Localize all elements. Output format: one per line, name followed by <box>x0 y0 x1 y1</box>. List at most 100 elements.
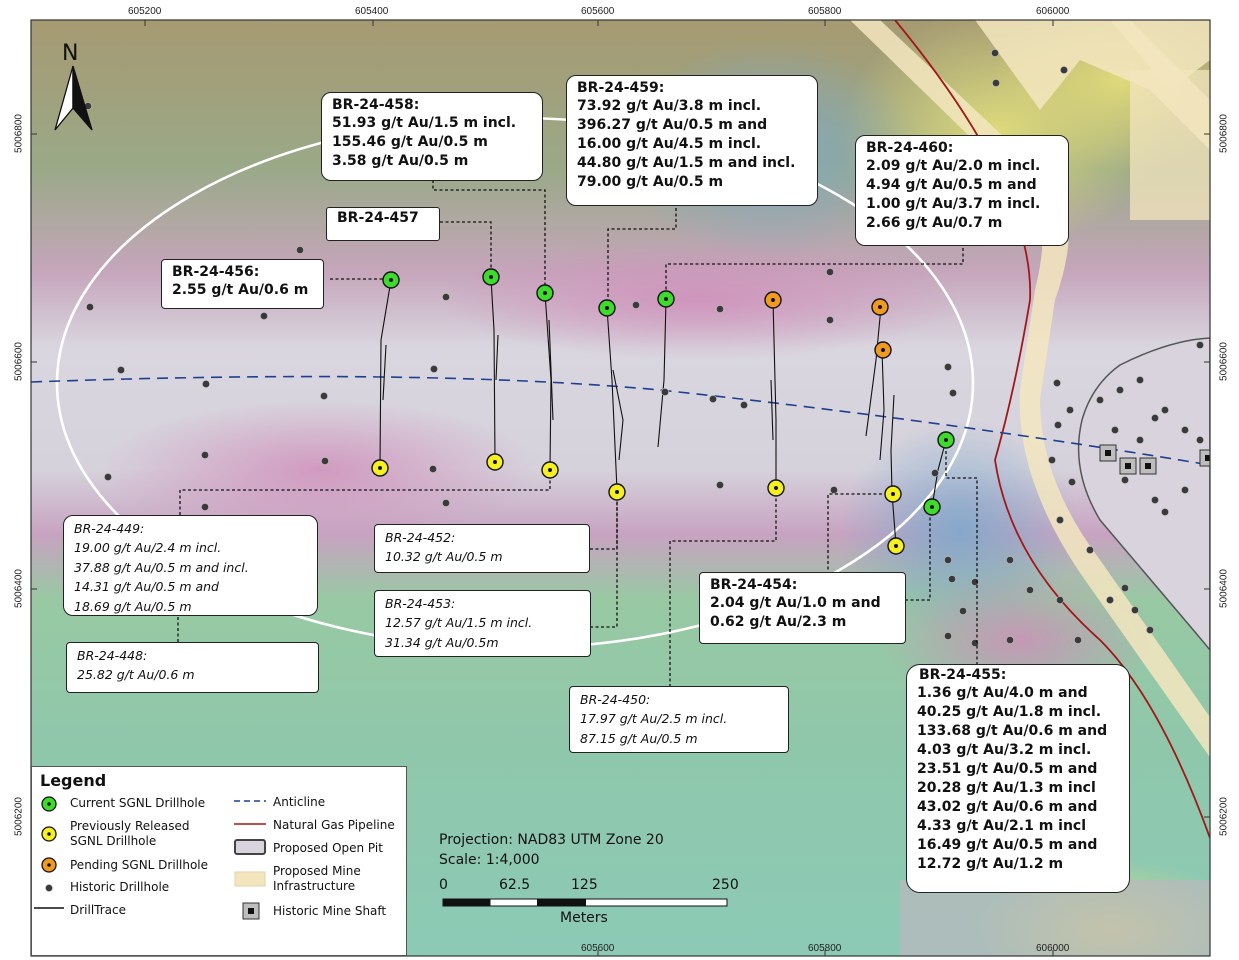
callout-line: 3.58 g/t Au/0.5 m <box>332 153 469 169</box>
previous-drillhole-icon <box>41 826 57 842</box>
legend-infra-1: Proposed Mine <box>273 864 361 878</box>
callout-line: 40.25 g/t Au/1.8 m incl. <box>917 704 1102 720</box>
callout-line: 87.15 g/t Au/0.5 m <box>580 730 698 746</box>
callout-line: 10.32 g/t Au/0.5 m <box>385 549 503 564</box>
y-tick-label: 5006600 <box>1218 342 1230 381</box>
callout-line: 12.72 g/t Au/1.2 m <box>917 856 1064 872</box>
callout-line: 2.09 g/t Au/2.0 m incl. <box>866 158 1041 174</box>
callout-line: 1.00 g/t Au/3.7 m incl. <box>866 196 1041 212</box>
legend-open-pit: Proposed Open Pit <box>273 841 383 855</box>
callout-br-24-452: BR-24-452: 10.32 g/t Au/0.5 m <box>374 524 590 573</box>
callout-line: 18.69 g/t Au/0.5 m <box>74 598 192 614</box>
callout-line: 17.97 g/t Au/2.5 m incl. <box>580 711 728 726</box>
historic-drillhole-icon <box>45 884 53 892</box>
legend-anticline: Anticline <box>273 795 326 809</box>
scale-bar <box>442 898 728 907</box>
y-tick-label: 5006200 <box>13 797 25 836</box>
callout-title: BR-24-452: <box>385 530 456 545</box>
callout-br-24-457: BR-24-457 <box>326 207 440 241</box>
callout-line: 1.36 g/t Au/4.0 m and <box>917 685 1088 701</box>
callout-line: 155.46 g/t Au/0.5 m <box>332 134 488 150</box>
callout-title: BR-24-453: <box>385 596 456 611</box>
callout-line: 133.68 g/t Au/0.6 m and <box>917 723 1108 739</box>
callout-br-24-459: BR-24-459: 73.92 g/t Au/3.8 m incl. 396.… <box>566 75 818 206</box>
callout-title: BR-24-460: <box>866 140 954 156</box>
legend-shaft: Historic Mine Shaft <box>273 904 387 918</box>
callout-line: 2.66 g/t Au/0.7 m <box>866 215 1003 231</box>
x-tick-label: 605400 <box>355 6 389 17</box>
y-tick-label: 5006400 <box>1218 569 1230 608</box>
callout-br-24-460: BR-24-460: 2.09 g/t Au/2.0 m incl. 4.94 … <box>855 135 1069 246</box>
legend-previous-1: Previously Released <box>70 819 190 833</box>
open-pit-icon <box>234 839 266 855</box>
callout-title: BR-24-456: <box>172 264 260 280</box>
mine-shaft-icon <box>242 902 260 920</box>
legend-drilltrace: DrillTrace <box>70 903 127 917</box>
scalebar-label-0: 0 <box>439 877 448 893</box>
x-tick-label: 605600 <box>581 943 615 954</box>
callout-line: 73.92 g/t Au/3.8 m incl. <box>577 98 762 114</box>
scale-label: Scale: 1:4,000 <box>439 852 540 868</box>
callout-line: 4.33 g/t Au/2.1 m incl <box>917 818 1087 834</box>
callout-line: 2.55 g/t Au/0.6 m <box>172 282 309 298</box>
callout-line: 12.57 g/t Au/1.5 m incl. <box>385 615 533 630</box>
callout-br-24-456: BR-24-456: 2.55 g/t Au/0.6 m <box>161 259 324 309</box>
callout-title: BR-24-449: <box>74 521 145 536</box>
x-tick-label: 606000 <box>1036 6 1070 17</box>
callout-line: 20.28 g/t Au/1.3 m incl <box>917 780 1096 796</box>
legend-infra-2: Infrastructure <box>273 879 356 893</box>
callout-br-24-455: BR-24-455: 1.36 g/t Au/4.0 m and 40.25 g… <box>906 664 1130 893</box>
y-tick-label: 5006200 <box>1218 797 1230 836</box>
callout-line: 51.93 g/t Au/1.5 m incl. <box>332 115 517 131</box>
y-tick-label: 5006800 <box>1218 114 1230 153</box>
callout-line: 37.88 g/t Au/0.5 m and incl. <box>74 559 249 575</box>
infrastructure-icon <box>234 871 266 887</box>
callout-br-24-448: BR-24-448: 25.82 g/t Au/0.6 m <box>66 642 319 693</box>
current-drillhole-icon <box>41 796 57 812</box>
callout-line: 19.00 g/t Au/2.4 m incl. <box>74 540 222 555</box>
callout-title: BR-24-450: <box>580 692 651 707</box>
legend-title: Legend <box>40 771 107 790</box>
projection-label: Projection: NAD83 UTM Zone 20 <box>439 832 664 848</box>
y-tick-label: 5006800 <box>13 114 25 153</box>
x-tick-label: 605600 <box>581 6 615 17</box>
callout-line: 16.00 g/t Au/4.5 m incl. <box>577 136 762 152</box>
x-tick-label: 605800 <box>808 6 842 17</box>
callout-line: 43.02 g/t Au/0.6 m and <box>917 799 1098 815</box>
legend-historic: Historic Drillhole <box>70 880 170 894</box>
callout-line: 31.34 g/t Au/0.5m <box>385 634 499 650</box>
callout-line: 25.82 g/t Au/0.6 m <box>77 667 195 682</box>
anticline-icon <box>234 800 266 802</box>
callout-line: 44.80 g/t Au/1.5 m and incl. <box>577 155 796 171</box>
callout-title: BR-24-448: <box>77 648 148 663</box>
pipeline-icon <box>234 823 266 825</box>
pending-drillhole-icon <box>41 857 57 873</box>
y-tick-label: 5006600 <box>13 342 25 381</box>
legend-pipeline: Natural Gas Pipeline <box>273 818 395 832</box>
scalebar-label-62: 62.5 <box>499 877 531 893</box>
callout-line: 14.31 g/t Au/0.5 m and <box>74 579 219 594</box>
legend-previous-2: SGNL Drillhole <box>70 834 157 848</box>
callout-line: 79.00 g/t Au/0.5 m <box>577 174 724 190</box>
callout-title: BR-24-455: <box>919 667 1007 683</box>
callout-br-24-454: BR-24-454: 2.04 g/t Au/1.0 m and 0.62 g/… <box>699 572 906 644</box>
callout-br-24-458: BR-24-458: 51.93 g/t Au/1.5 m incl. 155.… <box>321 92 543 181</box>
callout-line: 396.27 g/t Au/0.5 m and <box>577 117 768 133</box>
callout-title: BR-24-458: <box>332 97 420 113</box>
callout-line: 4.03 g/t Au/3.2 m incl. <box>917 742 1092 758</box>
scalebar-label-250: 250 <box>712 877 739 893</box>
scalebar-label-125: 125 <box>571 877 598 893</box>
drilltrace-icon <box>34 907 64 909</box>
x-tick-label: 606000 <box>1036 943 1070 954</box>
x-tick-label: 605800 <box>808 943 842 954</box>
scalebar-units: Meters <box>560 910 608 926</box>
north-arrow-icon <box>54 65 93 131</box>
callout-title: BR-24-459: <box>577 80 665 96</box>
north-label: N <box>62 41 78 66</box>
callout-line: 2.04 g/t Au/1.0 m and <box>710 595 881 611</box>
x-tick-label: 605200 <box>128 6 162 17</box>
y-tick-label: 5006400 <box>13 569 25 608</box>
legend-current: Current SGNL Drillhole <box>70 796 206 810</box>
callout-line: 23.51 g/t Au/0.5 m and <box>917 761 1098 777</box>
callout-br-24-453: BR-24-453: 12.57 g/t Au/1.5 m incl. 31.3… <box>374 590 591 657</box>
